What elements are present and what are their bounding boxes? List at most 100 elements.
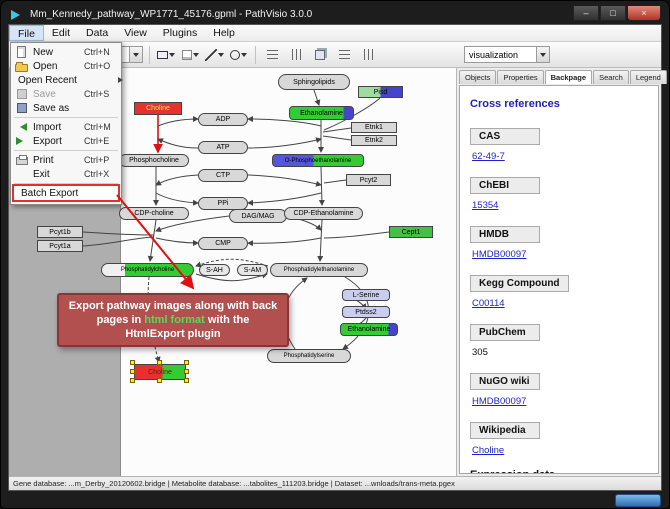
xref-link[interactable]: HMDB00097	[472, 396, 527, 407]
pathway-node-ethanolamine[interactable]: Ethanolamine	[340, 323, 398, 336]
tutorial-callout: Export pathway images along with back pa…	[57, 293, 289, 347]
pathway-node-ethanolamine[interactable]: Ethanolamine	[289, 106, 354, 120]
selection-handle[interactable]	[184, 378, 189, 383]
menu-shortcut: Ctrl+M	[84, 122, 111, 132]
saveas-icon	[14, 103, 29, 113]
pathway-node-etnk1[interactable]: Etnk1	[351, 122, 397, 133]
pathway-node-cdp-choline[interactable]: CDP-choline	[119, 207, 189, 220]
line-tool-button[interactable]	[204, 45, 225, 64]
menu-help[interactable]: Help	[213, 27, 235, 39]
pathway-node-s-ah[interactable]: S-AH	[199, 264, 230, 276]
zoom-dropdown-button[interactable]	[128, 47, 142, 62]
align-vertical-button[interactable]	[286, 45, 307, 64]
selection-handle[interactable]	[157, 378, 162, 383]
expression-data-heading: Expression data	[470, 469, 648, 473]
label-tool-button[interactable]	[180, 45, 201, 64]
datanode-tool-button[interactable]	[156, 45, 177, 64]
pathway-node-l-serine[interactable]: L-Serine	[342, 289, 390, 301]
maximize-button[interactable]: □	[600, 5, 626, 21]
xref-link[interactable]: Choline	[472, 445, 505, 456]
pathway-node-phosphatidylserine[interactable]: Phosphatidylserine	[267, 349, 351, 363]
menu-view[interactable]: View	[124, 27, 147, 39]
pathway-node-pcyt2[interactable]: Pcyt2	[346, 174, 391, 186]
group-button[interactable]	[358, 45, 379, 64]
pathway-node-s-am[interactable]: S-AM	[237, 264, 268, 276]
xref-header: NuGO wiki	[470, 373, 540, 390]
pathway-node-phosphocholine[interactable]: Phosphocholine	[119, 154, 189, 167]
align-horizontal-button[interactable]	[262, 45, 283, 64]
pathway-node-dag-mag[interactable]: DAG/MAG	[229, 209, 287, 223]
selection-handle[interactable]	[130, 378, 135, 383]
selection-handle[interactable]	[184, 369, 189, 374]
xref-header: HMDB	[470, 226, 540, 243]
visualization-combobox[interactable]: visualization	[464, 46, 550, 63]
print-icon	[14, 155, 29, 165]
selection-handle[interactable]	[184, 360, 189, 365]
pathway-node-choline[interactable]: Choline	[134, 102, 182, 115]
pathway-node-ctp[interactable]: CTP	[198, 169, 248, 182]
pathway-node-pcyt1a[interactable]: Pcyt1a	[37, 240, 83, 252]
pathway-node-sphingolipids[interactable]: Sphingolipids	[278, 74, 350, 90]
visualization-dropdown-button[interactable]	[536, 47, 549, 62]
tab-objects[interactable]: Objects	[459, 70, 497, 84]
pathway-node-phosphatidylethanolamine[interactable]: Phosphatidylethanolamine	[270, 263, 368, 277]
menu-item-label: Export	[33, 135, 62, 147]
selection-handle[interactable]	[130, 369, 135, 374]
pathway-node-cept1[interactable]: Cept1	[389, 226, 433, 238]
menu-edit[interactable]: Edit	[51, 27, 71, 39]
pathway-node-cdp-ethanolamine[interactable]: CDP-Ethanolamine	[284, 207, 363, 220]
tab-search[interactable]: Search	[593, 70, 629, 84]
distribute-button[interactable]	[310, 45, 331, 64]
file-menu-item-batch-export[interactable]: Batch Export	[14, 186, 118, 200]
chevron-down-icon	[132, 52, 139, 60]
new-icon	[14, 46, 29, 58]
xref-link[interactable]: 15354	[472, 200, 499, 211]
pathway-node-pcyt1b[interactable]: Pcyt1b	[37, 226, 83, 238]
xref-link[interactable]: C00114	[472, 298, 505, 309]
file-menu-item-save-as[interactable]: Save as	[11, 101, 121, 115]
chevron-down-icon	[169, 52, 176, 60]
close-button[interactable]: ×	[627, 5, 661, 21]
menu-data[interactable]: Data	[86, 27, 109, 39]
minimize-button[interactable]: –	[573, 5, 599, 21]
file-menu-item-export[interactable]: Export Ctrl+E	[11, 134, 121, 148]
menu-plugins[interactable]: Plugins	[162, 27, 198, 39]
pathway-node-etnk2[interactable]: Etnk2	[351, 135, 397, 146]
pathway-node-atp[interactable]: ATP	[198, 141, 248, 154]
menu-file[interactable]: File	[9, 25, 44, 41]
xref-link[interactable]: 62-49-7	[472, 151, 505, 162]
xref-value: 305	[472, 347, 488, 358]
menu-shortcut: Ctrl+S	[84, 89, 110, 99]
pathway-node-o-phosphoethanolamine[interactable]: O-Phosphoethanolamine	[272, 154, 364, 167]
menu-shortcut: Ctrl+E	[84, 136, 110, 146]
pathway-node-phosphatidylcholine[interactable]: Phosphatidylcholine	[101, 263, 194, 277]
tab-legend[interactable]: Legend	[629, 70, 667, 84]
align-horizontal-icon	[266, 50, 278, 59]
menu-item-label: Batch Export	[21, 187, 79, 199]
pathway-node-adp[interactable]: ADP	[198, 113, 248, 126]
pathway-node-cmp[interactable]: CMP	[198, 237, 248, 250]
pathway-node-ptdss2[interactable]: Ptdss2	[342, 306, 390, 318]
selection-handle[interactable]	[157, 360, 162, 365]
stack-button[interactable]	[334, 45, 355, 64]
file-menu-item-open-recent[interactable]: Open Recent	[11, 73, 123, 87]
tab-backpage[interactable]: Backpage	[544, 70, 593, 84]
pathway-node-pisd[interactable]: Pisd	[358, 86, 403, 98]
shape-tool-button[interactable]	[228, 45, 249, 64]
tab-properties[interactable]: Properties	[497, 70, 544, 84]
selection-handle[interactable]	[130, 360, 135, 365]
open-icon	[14, 61, 29, 72]
xref-link[interactable]: HMDB00097	[472, 249, 527, 260]
